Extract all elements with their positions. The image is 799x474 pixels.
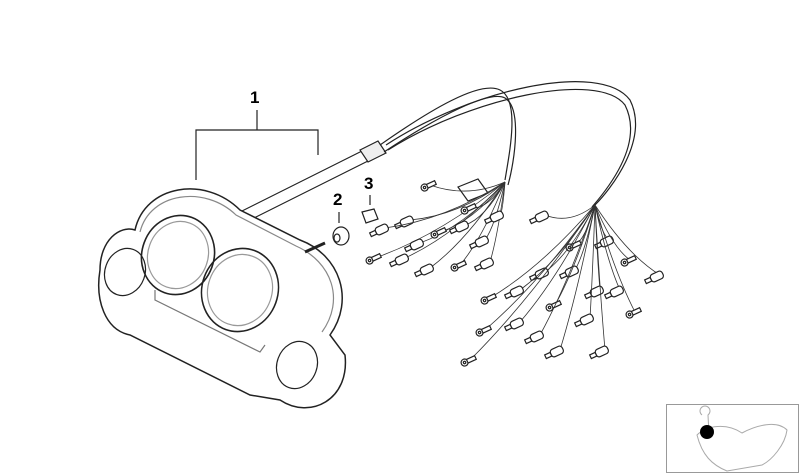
wire [594, 204, 606, 351]
wire [539, 204, 596, 336]
connector-group [365, 179, 665, 367]
motorcycle-outline-icon [696, 405, 788, 472]
wire [419, 181, 506, 244]
plug-terminal-icon [503, 285, 525, 300]
plug-terminal-icon [473, 257, 495, 272]
plug-terminal-icon [403, 238, 425, 253]
main-cable [237, 81, 636, 223]
wire [469, 204, 596, 361]
plug-terminal-icon [543, 345, 565, 360]
ring-terminal-icon [620, 254, 638, 267]
ring-terminal-icon [545, 299, 563, 312]
location-thumbnail[interactable] [666, 404, 799, 473]
wire [484, 181, 506, 241]
clip [361, 208, 379, 224]
callout-3[interactable]: 3 [364, 174, 374, 193]
plug-terminal-icon [573, 313, 595, 328]
ring-terminal-icon [460, 202, 478, 215]
plug-terminal-icon [448, 220, 470, 235]
wire [374, 181, 506, 259]
plug-terminal-icon [503, 317, 525, 332]
plug-terminal-icon [643, 270, 665, 285]
plug-terminal-icon [603, 285, 625, 300]
ring-terminal-icon [430, 226, 448, 239]
plug-terminal-icon [588, 345, 610, 360]
plug-terminal-icon [483, 210, 505, 225]
wire [559, 204, 596, 351]
wire [489, 204, 596, 299]
multi-pin-connector [457, 178, 489, 202]
ring-terminal-icon [475, 324, 493, 337]
left-small-dial [103, 247, 147, 297]
wire [594, 204, 621, 291]
ring-terminal-icon [480, 292, 498, 305]
callout-2[interactable]: 2 [333, 190, 343, 209]
plug-terminal-icon [413, 263, 435, 278]
grommet [332, 226, 350, 246]
wire [409, 181, 506, 221]
wire [519, 204, 596, 323]
callout-1[interactable]: 1 [250, 88, 260, 107]
plug-terminal-icon [388, 253, 410, 268]
ring-terminal-icon [625, 306, 643, 319]
wire [429, 181, 506, 192]
plug-terminal-icon [523, 330, 545, 345]
ring-terminal-icon [365, 252, 383, 265]
callout-1-bracket [195, 110, 319, 180]
plug-terminal-icon [368, 223, 390, 238]
wire [594, 204, 636, 313]
wire [484, 204, 596, 331]
right-main-dial [200, 247, 280, 333]
ring-terminal-icon [450, 259, 468, 272]
plug-terminal-icon [393, 215, 415, 230]
ring-terminal-icon [420, 179, 438, 192]
left-main-dial [140, 214, 216, 296]
wire [439, 181, 506, 233]
wire [489, 181, 506, 263]
wire [554, 204, 596, 306]
plug-terminal-icon [528, 210, 550, 225]
wire [594, 204, 631, 261]
wire [544, 204, 596, 219]
instrument-cluster [98, 188, 347, 409]
right-small-dial [275, 340, 319, 390]
wire [429, 181, 506, 269]
wire [459, 181, 506, 266]
wire [589, 204, 596, 319]
location-marker-icon [700, 425, 714, 439]
wire [384, 181, 506, 229]
wire [594, 204, 661, 276]
plug-terminal-icon [468, 235, 490, 250]
ring-terminal-icon [460, 354, 478, 367]
